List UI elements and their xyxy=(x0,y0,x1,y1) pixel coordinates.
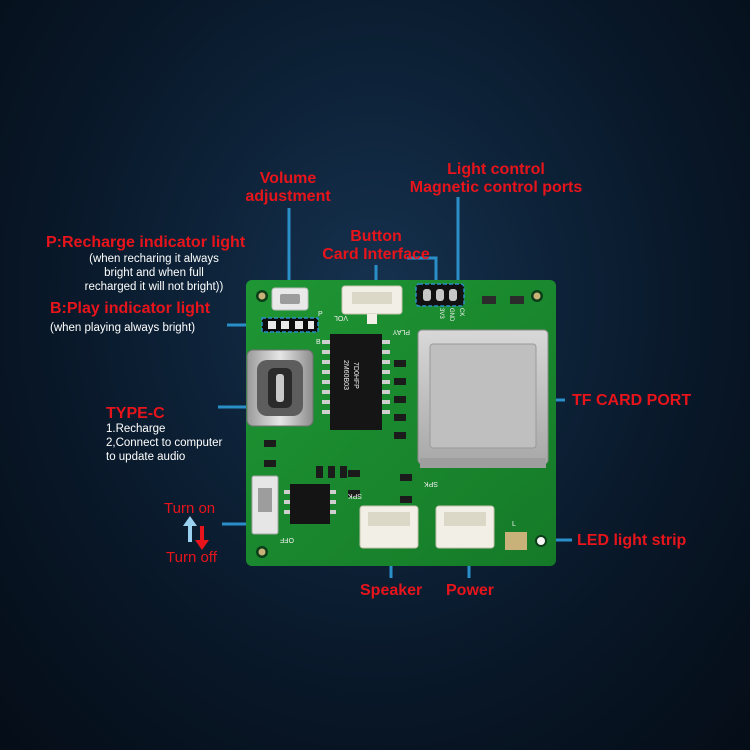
silk-p: P xyxy=(318,311,323,318)
label-volume-line2: adjustment xyxy=(245,188,331,205)
switch-direction-arrows xyxy=(183,516,209,550)
silk-spk-a: SPK xyxy=(348,492,362,499)
label-button-line1: Button xyxy=(350,228,402,245)
silk-pin-3v3: 3V3 xyxy=(438,308,444,319)
silk-off: OFF xyxy=(280,536,294,543)
label-speaker: Speaker xyxy=(360,582,423,599)
label-button-line2: Card Interface xyxy=(322,246,430,263)
chip-marking-top: 7D0HFP xyxy=(352,362,359,389)
label-play-desc: (when playing always bright) xyxy=(50,322,196,334)
label-typec-desc-line3: to update audio xyxy=(106,451,186,463)
pcb xyxy=(246,280,556,566)
silk-pin-gnd: GND xyxy=(448,308,454,322)
silk-pin-ck: CK xyxy=(458,308,464,316)
silk-vol: VOL xyxy=(334,314,348,321)
label-recharge-desc-line3: recharged it will not bright)) xyxy=(84,281,224,293)
label-play-title: B:Play indicator light xyxy=(50,300,211,317)
silk-spk-b: SPK xyxy=(424,480,438,487)
label-typec-desc: 1.Recharge 2,Connect to computer to upda… xyxy=(106,422,222,464)
label-turn-off: Turn off xyxy=(166,549,217,566)
silk-play: PLAY xyxy=(392,328,410,335)
label-light-control: Light control Magnetic control ports xyxy=(398,161,594,197)
silk-b: B xyxy=(316,339,321,346)
label-button-card: Button Card Interface xyxy=(312,228,440,264)
label-recharge-desc: (when recharing it always bright and whe… xyxy=(56,252,252,294)
label-tf-card: TF CARD PORT xyxy=(572,392,692,409)
label-turn-on: Turn on xyxy=(164,500,216,517)
label-typec-desc-line2: 2,Connect to computer xyxy=(106,437,223,449)
label-volume: Volume adjustment xyxy=(238,170,338,206)
label-typec-title: TYPE-C xyxy=(106,405,165,422)
label-light-control-line2: Magnetic control ports xyxy=(409,179,583,196)
chip-marking-bottom: 2M60B03 xyxy=(342,360,349,390)
label-led-strip: LED light strip xyxy=(577,532,687,549)
label-light-control-line1: Light control xyxy=(447,161,545,178)
label-recharge-desc-line2: bright and when full xyxy=(104,267,204,279)
silk-led: L xyxy=(512,521,516,528)
label-recharge-title: P:Recharge indicator light xyxy=(46,234,246,251)
label-power: Power xyxy=(446,582,495,599)
label-typec-desc-line1: 1.Recharge xyxy=(106,423,166,435)
label-volume-line1: Volume xyxy=(259,170,317,187)
label-recharge-desc-line1: (when recharing it always xyxy=(89,253,219,265)
